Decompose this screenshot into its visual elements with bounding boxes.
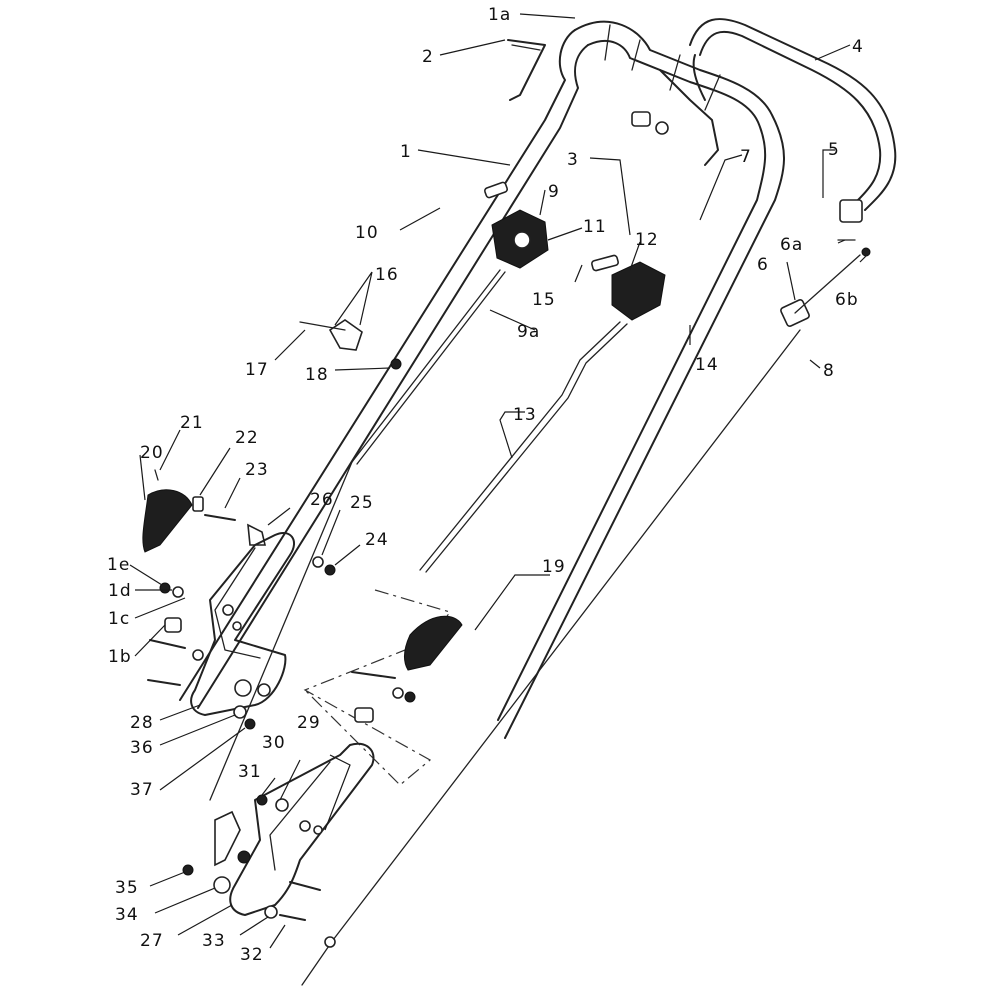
callout-1d: 1d	[108, 581, 132, 601]
right-lever	[303, 589, 463, 786]
callout-27: 27	[140, 931, 164, 951]
callout-1b: 1b	[108, 647, 132, 667]
callout-1: 1	[400, 142, 412, 162]
bail-bar	[689, 18, 897, 223]
callout-34: 34	[115, 905, 139, 925]
callout-2: 2	[422, 47, 434, 67]
control-cables	[209, 269, 801, 986]
callout-15: 15	[532, 290, 556, 310]
throttle-control	[483, 181, 549, 269]
callout-22: 22	[235, 428, 259, 448]
leader-lines	[129, 13, 868, 949]
callout-6: 6	[757, 255, 769, 275]
callout-26: 26	[310, 490, 334, 510]
callout-36: 36	[130, 738, 154, 758]
callout-37: 37	[130, 780, 154, 800]
diagram-parts	[142, 18, 897, 986]
callout-8: 8	[823, 361, 835, 381]
callout-14: 14	[695, 355, 719, 375]
callout-1e: 1e	[107, 555, 130, 575]
callout-33: 33	[202, 931, 226, 951]
bracket-hardware	[299, 319, 402, 370]
callout-20: 20	[140, 443, 164, 463]
upper-handle-tube	[179, 20, 785, 739]
callout-17: 17	[245, 360, 269, 380]
left-lever	[142, 469, 267, 553]
callout-6b: 6b	[835, 290, 859, 310]
callout-35: 35	[115, 878, 139, 898]
callout-24: 24	[365, 530, 389, 550]
callout-21: 21	[180, 413, 204, 433]
nuts-washers-24-25	[312, 556, 336, 576]
callout-30: 30	[262, 733, 286, 753]
callout-13: 13	[513, 405, 537, 425]
callout-9: 9	[548, 182, 560, 202]
drive-control	[591, 254, 666, 321]
callout-1c: 1c	[108, 609, 130, 629]
callout-1a: 1a	[488, 5, 511, 25]
tension-rod	[507, 39, 719, 166]
callout-18: 18	[305, 365, 329, 385]
callout-25: 25	[350, 493, 374, 513]
cable-clip	[780, 239, 871, 327]
callout-10: 10	[355, 223, 379, 243]
callout-9a: 9a	[517, 322, 540, 342]
callout-3: 3	[567, 150, 579, 170]
callout-28: 28	[130, 713, 154, 733]
callout-4: 4	[852, 37, 864, 57]
callout-12: 12	[635, 230, 659, 250]
left-lower-hardware	[147, 582, 256, 730]
callout-5: 5	[828, 140, 840, 160]
callout-16: 16	[375, 265, 399, 285]
callout-6a: 6a	[780, 235, 803, 255]
right-pivot-plate	[182, 742, 375, 921]
left-pivot-plate	[190, 532, 295, 716]
callout-19: 19	[542, 557, 566, 577]
callout-7: 7	[740, 147, 752, 167]
callout-32: 32	[240, 945, 264, 965]
callout-11: 11	[583, 217, 607, 237]
callout-31: 31	[238, 762, 262, 782]
callout-23: 23	[245, 460, 269, 480]
callout-labels: 1a 2 4 1 3 7 5 9 10 11 12 6a 6 6b 15 16 …	[107, 5, 864, 965]
callout-29: 29	[297, 713, 321, 733]
